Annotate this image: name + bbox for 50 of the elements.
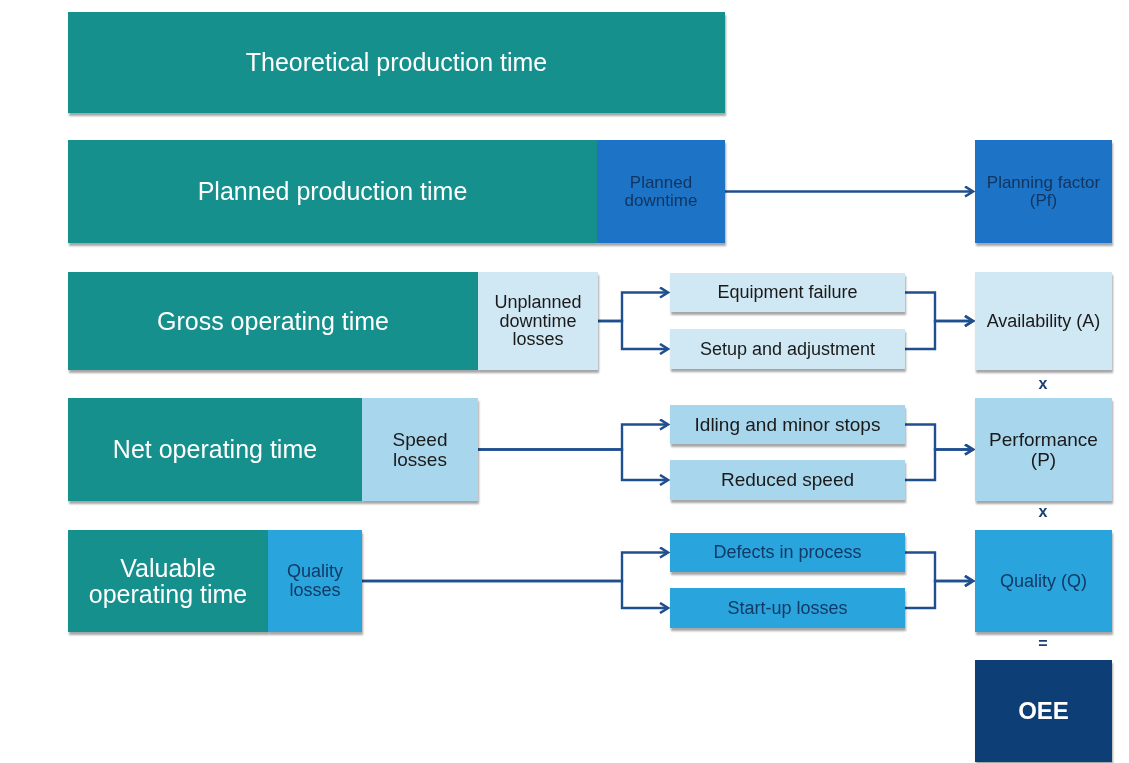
cause-box bbox=[670, 405, 905, 444]
cause-box bbox=[670, 533, 905, 572]
box-text: Planning factor (Pf) bbox=[985, 173, 1102, 210]
time-bar bbox=[68, 398, 362, 501]
loss-box bbox=[362, 398, 478, 501]
factor-box bbox=[975, 272, 1112, 370]
time-bar bbox=[68, 12, 725, 113]
operator-sign: = bbox=[1037, 635, 1049, 653]
box-text: Quality losses bbox=[286, 562, 344, 600]
box-text: Planned production time bbox=[196, 178, 469, 205]
time-bar bbox=[68, 530, 268, 632]
arrow bbox=[905, 314, 975, 351]
box-text: Valuable operating time bbox=[87, 554, 249, 608]
box-text: Unplanned downtime losses bbox=[493, 292, 583, 350]
arrow bbox=[478, 448, 670, 487]
box-text: Speed losses bbox=[391, 429, 449, 470]
box-text: Setup and adjustment bbox=[698, 339, 877, 359]
arrow bbox=[905, 574, 975, 610]
time-bar bbox=[68, 272, 478, 370]
box-text: Availability (A) bbox=[985, 311, 1102, 331]
box-text: Gross operating time bbox=[155, 307, 390, 335]
loss-box bbox=[268, 530, 362, 632]
arrow bbox=[598, 319, 670, 356]
box-text: Quality (Q) bbox=[999, 571, 1088, 591]
loss-box bbox=[478, 272, 598, 370]
cause-box bbox=[670, 460, 905, 500]
operator-sign: x bbox=[1037, 375, 1049, 393]
operator-sign: x bbox=[1037, 503, 1049, 521]
box-text: Idling and minor stops bbox=[693, 414, 882, 435]
arrow bbox=[362, 579, 670, 615]
loss-box bbox=[597, 140, 725, 243]
arrow bbox=[905, 443, 975, 482]
arrow bbox=[725, 185, 975, 198]
box-text: Performance (P) bbox=[988, 429, 1099, 470]
cause-box bbox=[670, 273, 905, 312]
box-text: Equipment failure bbox=[716, 283, 859, 302]
box-text: Start-up losses bbox=[726, 598, 849, 618]
result-box bbox=[975, 660, 1112, 762]
factor-box bbox=[975, 140, 1112, 243]
box-text: Net operating time bbox=[111, 436, 319, 463]
factor-box bbox=[975, 398, 1112, 501]
box-text: OEE bbox=[1017, 698, 1070, 724]
time-bar bbox=[68, 140, 597, 243]
box-text: Planned downtime bbox=[623, 173, 699, 210]
factor-box bbox=[975, 530, 1112, 632]
cause-box bbox=[670, 588, 905, 628]
box-text: Defects in process bbox=[712, 543, 863, 562]
box-text: Reduced speed bbox=[719, 470, 856, 490]
box-text: Theoretical production time bbox=[244, 49, 549, 76]
cause-box bbox=[670, 329, 905, 369]
